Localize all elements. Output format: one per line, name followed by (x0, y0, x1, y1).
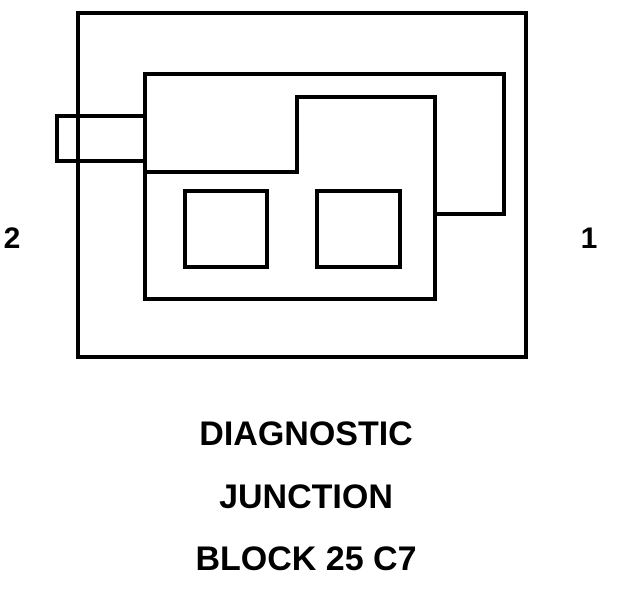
terminal-cavity-2 (183, 189, 269, 269)
pin-1-label: 1 (581, 222, 598, 255)
connector-locking-tab (55, 114, 147, 163)
terminal-cavity-1 (315, 189, 402, 269)
pin-2-label: 2 (4, 222, 21, 255)
caption-line-2: JUNCTION (219, 478, 393, 516)
caption-line-3: BLOCK 25 C7 (195, 540, 416, 578)
caption-line-1: DIAGNOSTIC (199, 415, 412, 453)
connector-internal-step (145, 95, 437, 214)
connector-outer-housing (76, 11, 528, 359)
